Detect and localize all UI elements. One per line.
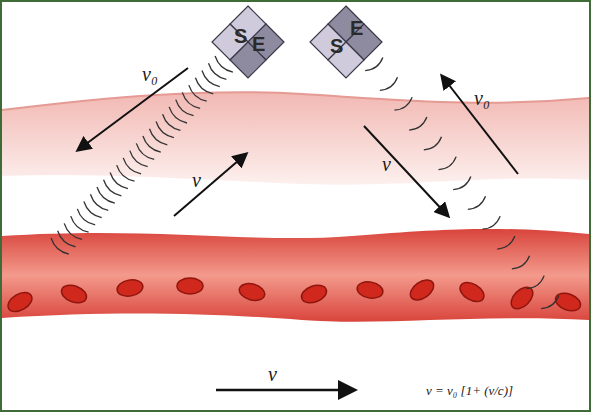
vessel-wall (2, 92, 589, 185)
wave-front (176, 100, 194, 116)
wave-front (424, 137, 442, 150)
red-blood-cell (177, 278, 203, 294)
wave-front (163, 114, 181, 130)
transducer-body (210, 4, 286, 80)
red-blood-cell (116, 278, 144, 298)
red-blood-cell (59, 282, 89, 306)
wave-front (189, 85, 207, 101)
frequency-symbol: ν (382, 154, 391, 174)
doppler-formula: ν = ν₀ [1+ (v/c)] (426, 384, 513, 397)
wave-front (438, 157, 456, 170)
red-blood-cell (553, 290, 583, 314)
transducer-body (308, 4, 384, 80)
wave-front (90, 194, 108, 210)
ultrasound-waves (51, 56, 559, 309)
transducer-letter: S (330, 36, 343, 56)
wave-front (110, 172, 128, 188)
wave-front (512, 256, 530, 269)
reflected-arrow (174, 154, 246, 216)
wave-front (58, 231, 76, 247)
red-blood-cell (237, 281, 266, 303)
reflected-arrow (442, 76, 518, 174)
wave-front (149, 129, 167, 145)
emitted-arrow (364, 126, 448, 216)
wave-front (84, 202, 102, 218)
direction-arrows (78, 68, 518, 390)
wave-front (169, 107, 187, 123)
red-blood-cells (5, 276, 583, 315)
wave-front (497, 236, 515, 249)
wave-front (51, 238, 69, 254)
flow-arrow (216, 389, 354, 392)
wave-front (482, 216, 500, 229)
red-blood-cell (299, 282, 329, 306)
wave-front (453, 176, 471, 189)
transducer: SE (308, 4, 384, 80)
emitted-arrow (78, 68, 188, 150)
wave-front (97, 187, 115, 203)
transducer-letter: E (350, 18, 363, 38)
wave-front (64, 223, 82, 239)
wave-front (365, 57, 383, 70)
red-blood-cell (407, 276, 437, 304)
wave-front (468, 196, 486, 209)
wave-front (394, 97, 412, 110)
frequency-symbol: ν₀ (142, 64, 158, 84)
wave-front (77, 209, 95, 225)
wave-front (202, 71, 220, 87)
wave-front (209, 63, 227, 79)
wave-front (195, 78, 213, 94)
transducer: SE (210, 4, 286, 80)
vessel-lumen (2, 229, 589, 322)
wave-front (380, 77, 398, 90)
frequency-symbol: ν₀ (474, 88, 490, 108)
wave-front (71, 216, 89, 232)
wave-front (123, 158, 141, 174)
red-blood-cell (457, 279, 488, 306)
red-blood-cell (356, 280, 384, 300)
wave-front (409, 117, 427, 130)
wave-front (156, 121, 174, 137)
vessel-wall-edge (2, 92, 589, 110)
transducer-segment (310, 24, 346, 60)
wave-front (136, 143, 154, 159)
transducer-letter: E (252, 34, 265, 54)
wave-front (104, 180, 122, 196)
frequency-symbol: ν (192, 170, 201, 190)
wave-front (130, 151, 148, 167)
wave-front (526, 276, 544, 289)
red-blood-cell (5, 289, 36, 316)
wave-front (117, 165, 135, 181)
velocity-symbol: v (268, 364, 277, 384)
wave-front (541, 295, 559, 308)
wave-front (143, 136, 161, 152)
transducer-letter: S (234, 26, 247, 46)
wave-front (182, 92, 200, 108)
